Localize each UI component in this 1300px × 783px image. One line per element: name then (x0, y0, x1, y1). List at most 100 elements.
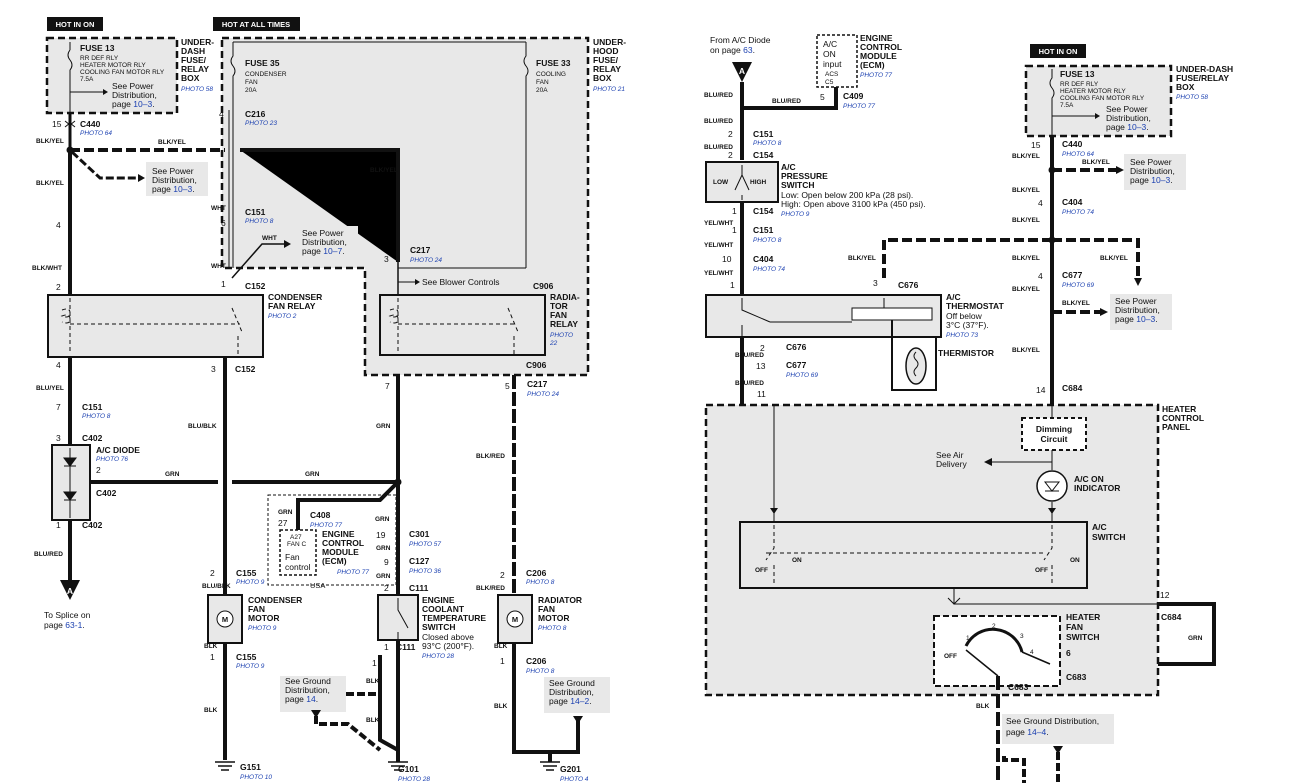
from-diode-link[interactable]: From A/C Diode (710, 35, 771, 45)
wire-color: BLU/RED (735, 380, 764, 387)
see-power-page-link[interactable]: page 10–3. (1130, 175, 1173, 185)
splice-letter: A (739, 66, 745, 76)
arrow-icon (284, 240, 291, 248)
wire (1002, 752, 1060, 783)
see-power-box (296, 226, 358, 260)
splice-marker-icon (60, 580, 80, 600)
see-power-page-link[interactable]: page 10–3. (1106, 122, 1149, 132)
pin-number: 1 (221, 279, 226, 289)
box-label: FUSE/ (181, 55, 207, 65)
wire-color: WHT (262, 235, 277, 242)
to-splice-page-link[interactable]: page 63-1. (44, 620, 85, 630)
fuse13-symbol (1049, 69, 1098, 135)
fuse13-symbol (67, 42, 73, 112)
component-label: RADIA- (550, 292, 580, 302)
wire-color: BLU/RED (704, 144, 733, 151)
see-ground-link[interactable]: See Ground (285, 676, 331, 686)
see-blower-link[interactable]: See Blower Controls (422, 277, 499, 287)
wire-color: YEL/WHT (704, 242, 733, 249)
pin-number: 4 (56, 220, 61, 230)
component-spec: Low: Open below 200 kPa (28 psi). (781, 190, 913, 200)
wire-color: BLK/YEL (1012, 255, 1040, 262)
wire-color: YEL/WHT (704, 220, 733, 227)
fuse13-label: FUSE 13 (80, 43, 115, 53)
see-power-page-link[interactable]: page 10–3. (152, 184, 195, 194)
to-splice-link[interactable]: To Splice on (44, 610, 91, 620)
component-label: MODULE (322, 547, 359, 557)
see-power-link[interactable]: See Power (112, 81, 154, 91)
wire (512, 643, 580, 754)
switch-symbol (765, 525, 1053, 585)
see-ground-page-link[interactable]: page 14–4. (1006, 727, 1049, 737)
pin-number: 27 (278, 518, 288, 528)
wire-color: BLK (494, 643, 508, 650)
component-label: TEMPERATURE (422, 613, 486, 623)
photo-ref: PHOTO 8 (245, 218, 274, 225)
connector-label: C301 (409, 529, 430, 539)
ecm-pin-label: C5 (825, 79, 834, 86)
see-power-link[interactable]: See Power (302, 228, 344, 238)
see-power-page-link[interactable]: page 10–7. (302, 246, 345, 256)
arrow-icon (573, 716, 583, 724)
wire-color: BLK/YEL (370, 167, 398, 174)
connector-label: C127 (409, 556, 430, 566)
see-power-link[interactable]: See Power (1106, 104, 1148, 114)
component-spec: 3°C (37°F). (946, 320, 989, 330)
fuse13-line: HEATER MOTOR RLY (1060, 88, 1126, 95)
see-power-link[interactable]: See Power (1115, 296, 1157, 306)
connector-label: C683 (1066, 672, 1087, 682)
see-power-link[interactable]: See Power (1130, 157, 1172, 167)
box-label: UNDER-DASH (1176, 64, 1233, 74)
diode-symbol (63, 448, 77, 518)
see-ground-link[interactable]: See Ground (549, 678, 595, 688)
condenser-fan-relay (47, 294, 264, 358)
see-ground-box (1002, 714, 1114, 744)
wire-color: BLK (366, 678, 380, 685)
box-label: FUSE/ (593, 55, 619, 65)
photo-ref: PHOTO 9 (248, 625, 277, 632)
thermistor-icon (905, 347, 927, 385)
from-diode-page-link[interactable]: on page 63. (710, 45, 755, 55)
switch-symbol (741, 298, 885, 337)
pin-number: 14 (1036, 385, 1046, 395)
see-air-link[interactable]: See Air (936, 450, 964, 460)
wire-color: BLU/RED (34, 551, 63, 558)
see-power-page-link[interactable]: page 10–3. (1115, 314, 1158, 324)
photo-ref: PHOTO 10 (240, 774, 272, 781)
component-label: COOLANT (422, 604, 465, 614)
see-power-page-link[interactable]: page 10–3. (112, 99, 155, 109)
pin-number: 19 (376, 530, 386, 540)
photo-ref: PHOTO 8 (753, 237, 782, 244)
thermistor-element (913, 351, 919, 377)
wire-color: BLK (366, 717, 380, 724)
wire-color: BLU/RED (772, 98, 801, 105)
wire-color: BLK (494, 703, 508, 710)
see-power-link-line2: Distribution, (1130, 166, 1175, 176)
pin-number: 15 (1031, 140, 1041, 150)
see-power-link[interactable]: See Power (152, 166, 194, 176)
connector-label: C151 (82, 402, 103, 412)
pin-number: 6 (1066, 648, 1071, 658)
pin-number: 4 (1038, 271, 1043, 281)
pin-number: 2 (728, 150, 733, 160)
see-ground-page-link[interactable]: page 14–2. (549, 696, 592, 706)
connector-label: C155 (236, 652, 257, 662)
see-power-link-line2: Distribution, (112, 90, 157, 100)
photo-ref: PHOTO 9 (781, 211, 810, 218)
see-ground-page-link[interactable]: page 14. (285, 694, 318, 704)
fuse13-line: RR DEF RLY (1060, 81, 1099, 88)
see-ground-link[interactable]: See Ground Distribution, (1006, 716, 1099, 726)
ecm-function: ON (823, 49, 836, 59)
component-label: A/C (781, 162, 796, 172)
see-power-box (146, 162, 208, 196)
photo-ref: PHOTO 77 (337, 569, 369, 576)
wire-color: BLK/YEL (1082, 159, 1110, 166)
wire-color: BLK/RED (476, 585, 505, 592)
switch-position: 4 (1030, 649, 1034, 656)
fuse13-line: HEATER MOTOR RLY (80, 62, 146, 69)
wire (231, 243, 288, 279)
component-label: SWITCH (422, 622, 456, 632)
component-label: FAN (248, 604, 265, 614)
wire (378, 640, 400, 752)
connector-label: C677 (1062, 270, 1083, 280)
